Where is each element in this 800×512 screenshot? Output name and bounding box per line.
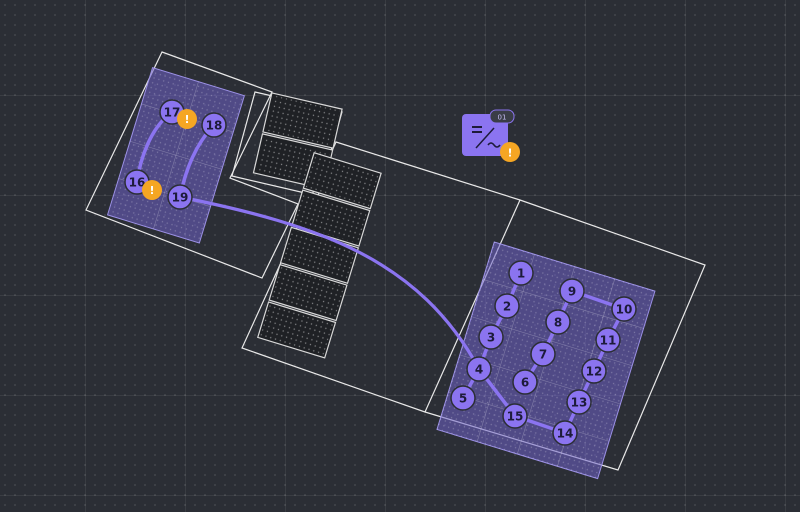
string-node-label: 5: [459, 392, 467, 406]
warning-icon[interactable]: !: [177, 109, 197, 129]
string-node-label: 2: [503, 300, 511, 314]
string-node-label: 14: [557, 427, 574, 441]
inverter-badge: 01: [489, 109, 515, 124]
string-node-label: 11: [600, 334, 617, 348]
string-node-label: 3: [487, 331, 495, 345]
string-node[interactable]: 7: [530, 341, 556, 367]
string-node[interactable]: 5: [450, 385, 476, 411]
inverter-warning-label: !: [507, 147, 512, 160]
warning-icon-label: !: [149, 184, 154, 197]
panel-array-left: [106, 66, 245, 244]
inverter[interactable]: 01 !: [462, 109, 520, 162]
string-node-label: 4: [475, 363, 483, 377]
string-node-label: 12: [586, 365, 603, 379]
inverter-warning-icon[interactable]: !: [500, 142, 520, 162]
warning-icon[interactable]: !: [142, 180, 162, 200]
home-run-wire: [178, 195, 481, 371]
string-node-label: 13: [571, 396, 588, 410]
string-node-label: 15: [507, 410, 524, 424]
string-node-label: 6: [521, 376, 529, 390]
string-node[interactable]: 4: [466, 356, 492, 382]
string-node-label: 8: [554, 316, 562, 330]
string-node[interactable]: 1: [508, 260, 534, 286]
string-node-label: 19: [172, 191, 189, 205]
string-node[interactable]: 19: [167, 184, 193, 210]
warning-icon-label: !: [184, 113, 189, 126]
roof-ridge-line: [424, 199, 521, 413]
string-node-label: 18: [206, 119, 223, 133]
string-node[interactable]: 2: [494, 293, 520, 319]
string-node[interactable]: 15: [502, 403, 528, 429]
string-node-label: 9: [568, 285, 576, 299]
warning-markers: !!: [142, 109, 197, 200]
string-node[interactable]: 12: [581, 358, 607, 384]
string-node[interactable]: 14: [552, 420, 578, 446]
string-node[interactable]: 3: [478, 324, 504, 350]
string-node-label: 10: [616, 303, 633, 317]
string-node[interactable]: 6: [512, 369, 538, 395]
inverter-badge-label: 01: [498, 114, 507, 122]
panel-group-middle-column: [256, 152, 382, 359]
string-node-label: 17: [164, 106, 181, 120]
string-node[interactable]: 10: [611, 296, 637, 322]
string-node[interactable]: 18: [201, 112, 227, 138]
string-node[interactable]: 8: [545, 309, 571, 335]
inverter-icon[interactable]: [462, 114, 508, 156]
string-node-label: 16: [129, 176, 146, 190]
string-node[interactable]: 11: [595, 327, 621, 353]
string-node[interactable]: 9: [559, 278, 585, 304]
string-node-label: 7: [539, 348, 547, 362]
string-node[interactable]: 13: [566, 389, 592, 415]
string-node-label: 1: [517, 267, 525, 281]
